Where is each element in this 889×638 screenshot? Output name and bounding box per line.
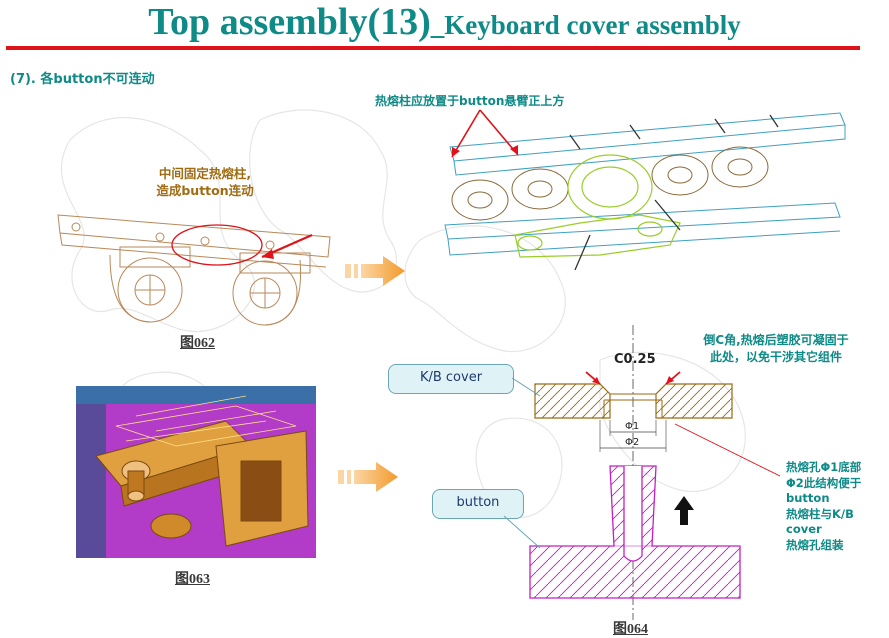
flow-arrow-2 xyxy=(338,462,398,492)
fig062-drawing xyxy=(57,214,331,326)
right-note-line-5: cover xyxy=(786,522,822,536)
fig064-caption: 图064 xyxy=(613,622,648,637)
right-assembly-note: 热熔孔Φ1底部 Φ2此结构便于 button 热熔柱与K/B cover 热熔孔… xyxy=(786,460,886,553)
chamfer-note-line2: 此处，以免干涉其它组件 xyxy=(709,350,842,364)
slide-title: Top assembly(13)_Keyboard cover assembly xyxy=(0,0,889,50)
right-note-line-6: 热熔孔组装 xyxy=(786,537,844,552)
button-callout: button xyxy=(432,489,524,519)
right-note-line-3: button xyxy=(786,491,830,505)
title-main: Top assembly(13) xyxy=(148,1,431,43)
fig062-note-line1: 中间固定热熔柱, xyxy=(158,166,252,181)
kb-cover-callout: K/B cover xyxy=(388,364,514,394)
fig063-caption: 图063 xyxy=(175,572,210,587)
fig062-note-line2: 造成button连动 xyxy=(156,183,254,198)
phi1-label: Φ1 xyxy=(625,421,639,432)
right-note-line-2: Φ2此结构便于 xyxy=(786,475,862,490)
top-right-note: 热熔柱应放置于button悬臂正上方 xyxy=(375,94,565,108)
right-note-line-1: 热熔孔Φ1底部 xyxy=(786,460,862,474)
chamfer-note: 倒C角,热熔后塑胶可凝固于 此处，以免干涉其它组件 xyxy=(676,332,876,366)
title-underline xyxy=(6,46,860,50)
fig064-section-drawing: Φ1 Φ2 xyxy=(503,325,780,620)
right-note-line-4: 热熔柱与K/B xyxy=(786,506,854,521)
chamfer-note-line1: 倒C角,热熔后塑胶可凝固于 xyxy=(703,333,849,347)
phi2-label: Φ2 xyxy=(625,437,639,448)
fig063-render xyxy=(76,386,316,558)
flow-arrow-1 xyxy=(345,256,405,286)
fig062-note: 中间固定热熔柱, 造成button连动 xyxy=(130,165,280,199)
fig062-caption: 图062 xyxy=(180,336,215,351)
top-right-assembly-drawing xyxy=(444,109,846,271)
section-heading: (7). 各button不可连动 xyxy=(10,72,155,87)
title-sub: _Keyboard cover assembly xyxy=(430,10,741,40)
chamfer-label: C0.25 xyxy=(614,352,656,367)
